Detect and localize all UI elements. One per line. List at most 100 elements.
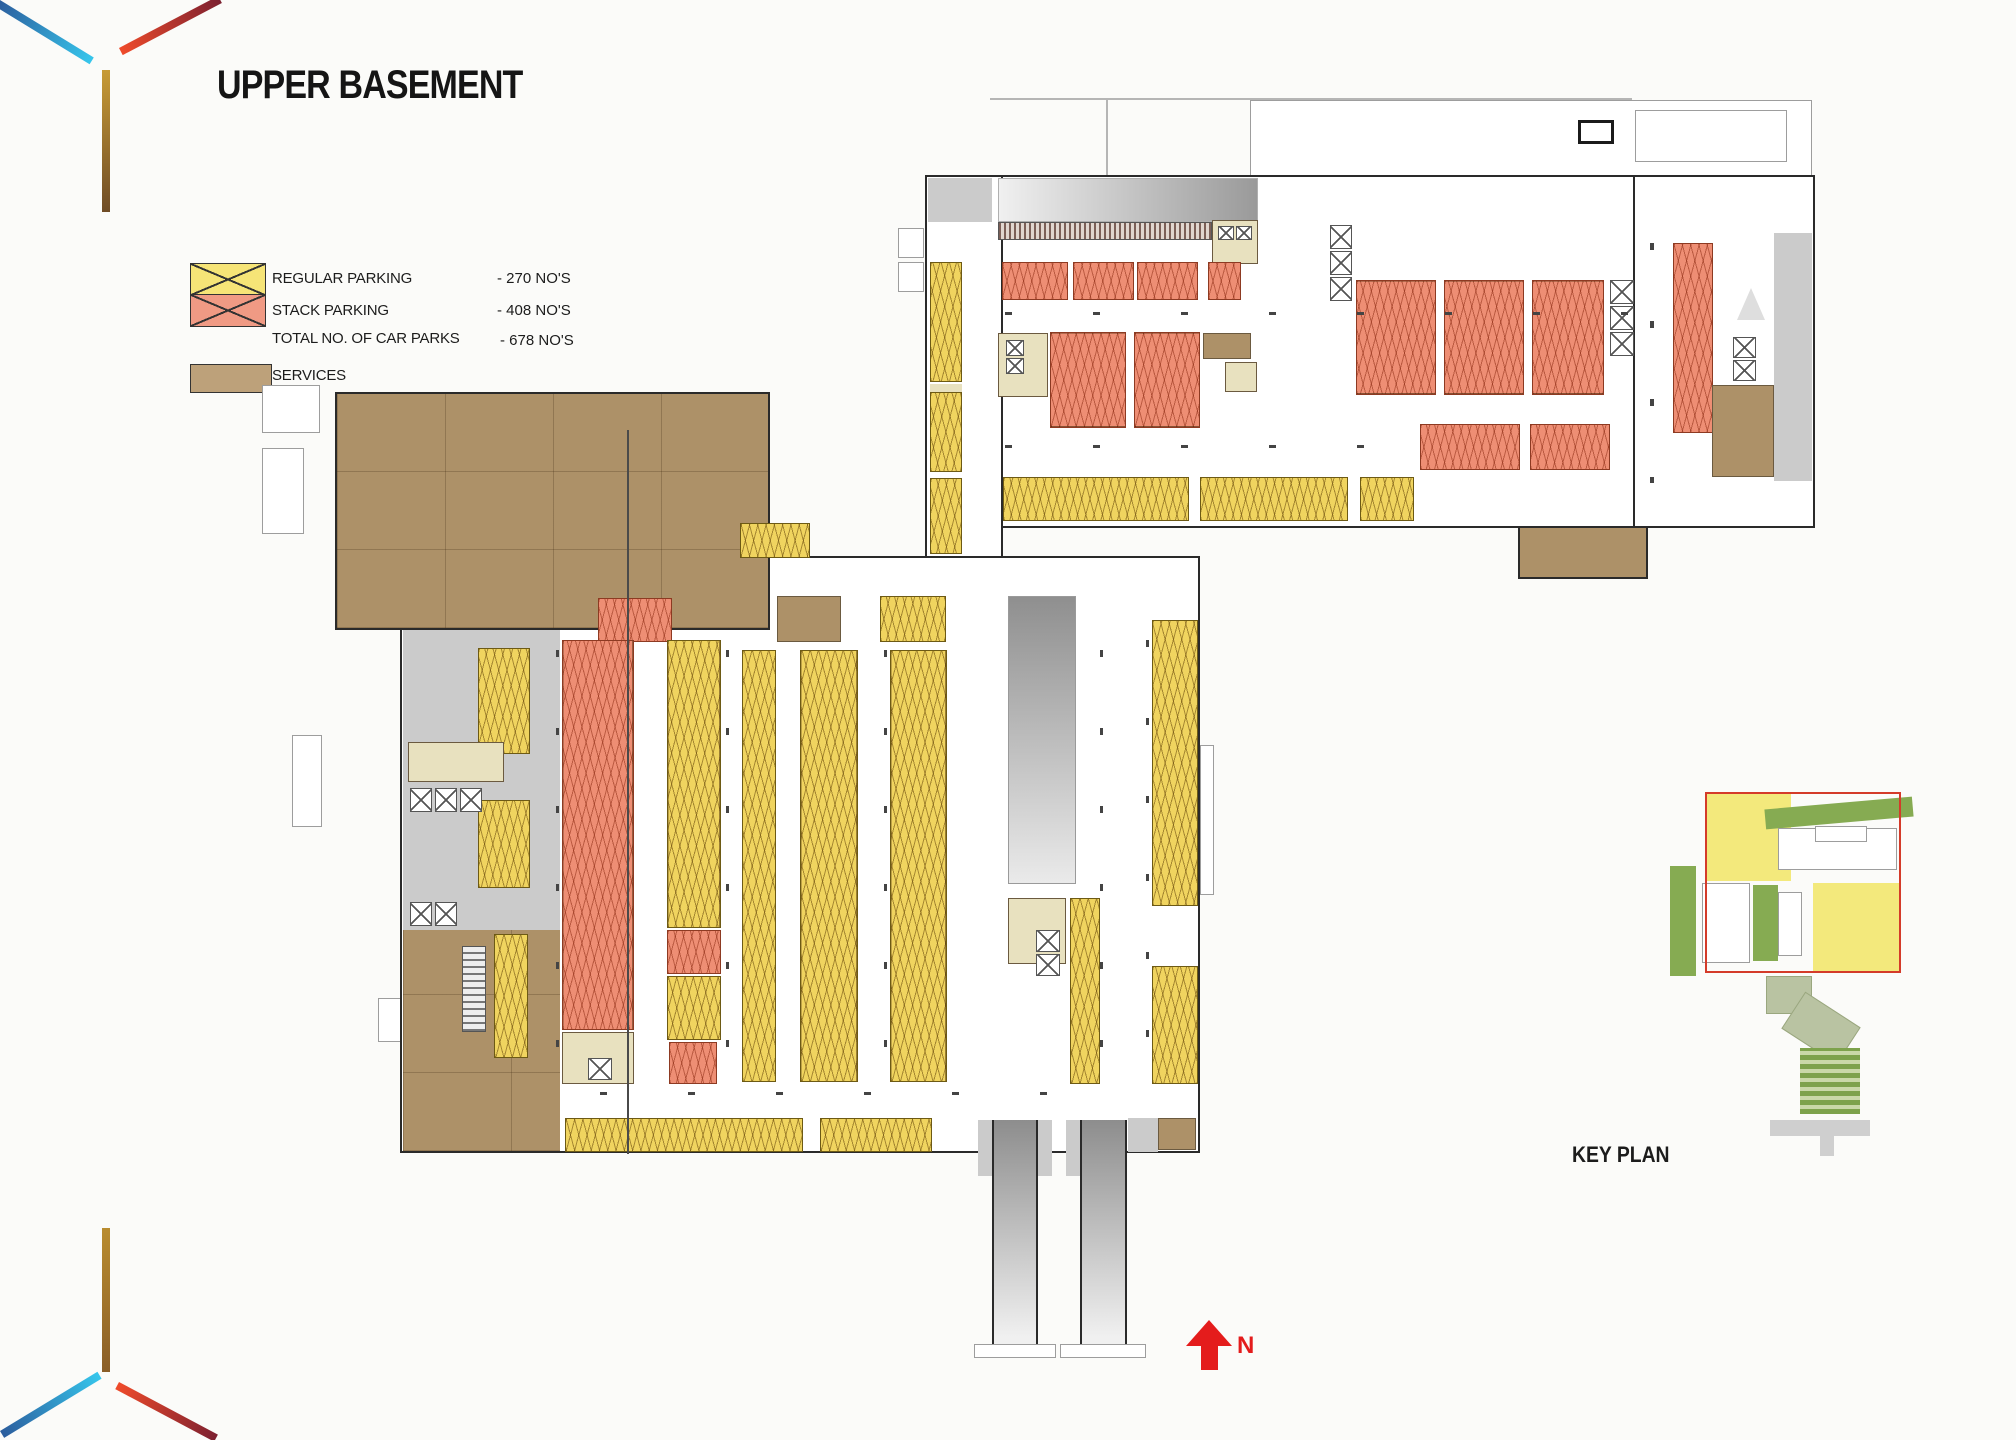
interior-wall bbox=[1633, 177, 1635, 527]
stair-flight bbox=[462, 946, 486, 1032]
parking-row-regular bbox=[565, 1118, 803, 1152]
stair-core bbox=[410, 788, 432, 812]
column-markers bbox=[884, 650, 887, 1080]
services-room bbox=[777, 596, 841, 642]
logo-line-gold bbox=[102, 1228, 110, 1372]
parking-row-regular bbox=[740, 523, 810, 558]
parking-column-regular bbox=[800, 650, 858, 1082]
parking-column-regular bbox=[742, 650, 776, 1082]
grid-line bbox=[990, 98, 1632, 100]
logo-line-red bbox=[115, 1382, 218, 1440]
legend-label: TOTAL NO. OF CAR PARKS bbox=[272, 330, 460, 347]
column-markers bbox=[1146, 640, 1149, 1080]
divider bbox=[930, 384, 962, 392]
roof-opening bbox=[1578, 120, 1614, 144]
stair-core bbox=[1006, 358, 1024, 374]
stair-core bbox=[1610, 306, 1634, 330]
internal-ramp bbox=[1008, 596, 1076, 884]
stair-core bbox=[1330, 225, 1352, 249]
column-markers bbox=[600, 1092, 1100, 1095]
parking-column-regular bbox=[1070, 898, 1100, 1084]
ramp-apron bbox=[1060, 1344, 1146, 1358]
legend-label: REGULAR PARKING bbox=[272, 270, 413, 287]
parking-row-stack bbox=[1073, 262, 1134, 300]
legend-label: STACK PARKING bbox=[272, 302, 389, 319]
key-plan-highlight bbox=[1813, 883, 1901, 971]
legend-value: - 408 NO'S bbox=[497, 302, 571, 319]
parking-column-regular bbox=[1152, 966, 1198, 1084]
regular-parking-swatch bbox=[190, 263, 266, 296]
key-plan-label: KEY PLAN bbox=[1572, 1142, 1670, 1167]
services-room bbox=[1712, 385, 1774, 477]
annex-room bbox=[1200, 745, 1214, 895]
parking-row-stack bbox=[1208, 262, 1241, 300]
core-room bbox=[1225, 362, 1257, 392]
parking-column-regular bbox=[1152, 620, 1198, 906]
ramp-down bbox=[992, 1120, 1038, 1356]
key-plan-road bbox=[1820, 1136, 1834, 1156]
ramp-down bbox=[1080, 1120, 1127, 1356]
parking-row-stack bbox=[667, 930, 721, 974]
logo-line-blue bbox=[0, 0, 94, 65]
column-markers bbox=[726, 650, 729, 1080]
stair-core bbox=[1218, 226, 1234, 240]
hatched-strip bbox=[998, 222, 1212, 240]
parking-row-stack bbox=[1137, 262, 1198, 300]
parking-row-stack bbox=[1420, 424, 1520, 470]
stair-core bbox=[588, 1058, 612, 1080]
services-swatch bbox=[190, 364, 272, 393]
stair-core bbox=[435, 902, 457, 926]
ramp-flare bbox=[1066, 1120, 1080, 1176]
page-title: UPPER BASEMENT bbox=[217, 63, 523, 107]
parking-row-stack bbox=[1530, 424, 1610, 470]
parking-row-regular bbox=[880, 596, 946, 642]
parking-row-stack bbox=[1050, 332, 1126, 428]
drive-area bbox=[1128, 1118, 1158, 1152]
annex-room bbox=[262, 385, 320, 433]
parking-row-regular bbox=[930, 262, 962, 382]
stair-core bbox=[1036, 930, 1060, 952]
parking-row-regular bbox=[478, 800, 530, 888]
stack-parking-swatch bbox=[190, 294, 266, 327]
drive-area bbox=[928, 178, 992, 222]
stair-core bbox=[1330, 251, 1352, 275]
key-plan-landscape bbox=[1800, 1048, 1860, 1114]
core-cluster bbox=[408, 742, 504, 782]
key-plan-landscape bbox=[1670, 866, 1696, 976]
parking-row-stack bbox=[1444, 280, 1524, 395]
annex-room bbox=[898, 262, 924, 292]
stair-core bbox=[1006, 340, 1024, 356]
key-plan-building bbox=[1778, 892, 1802, 956]
parking-row-stack bbox=[669, 1042, 717, 1084]
column-markers bbox=[1005, 312, 1635, 315]
stair-core bbox=[460, 788, 482, 812]
stair-core bbox=[435, 788, 457, 812]
parking-row-regular bbox=[667, 976, 721, 1040]
parking-row-stack bbox=[1134, 332, 1200, 428]
stair-core bbox=[1610, 332, 1634, 356]
grid-line bbox=[1106, 98, 1108, 202]
parking-row-stack bbox=[1673, 243, 1713, 433]
services-room bbox=[1203, 333, 1251, 359]
parking-column-regular bbox=[667, 640, 721, 928]
north-arrow-shaft bbox=[1201, 1346, 1218, 1370]
parking-row-regular bbox=[1360, 477, 1414, 521]
column-markers bbox=[1100, 650, 1103, 1080]
key-plan-boundary bbox=[1705, 792, 1901, 973]
parking-row-regular bbox=[494, 934, 528, 1058]
column-markers bbox=[1650, 243, 1654, 483]
stair-core bbox=[1236, 226, 1252, 240]
parking-row-regular bbox=[820, 1118, 932, 1152]
legend-value: - 270 NO'S bbox=[497, 270, 571, 287]
logo-line-red bbox=[119, 0, 222, 56]
parking-row-stack bbox=[1356, 280, 1436, 395]
column-markers bbox=[1005, 445, 1405, 448]
north-arrow-head bbox=[1186, 1320, 1232, 1346]
stair-core bbox=[1733, 360, 1756, 381]
key-plan-building bbox=[1815, 826, 1867, 842]
key-plan-landscape bbox=[1753, 885, 1778, 961]
stair-core bbox=[410, 902, 432, 926]
logo-line-gold bbox=[102, 70, 110, 212]
key-plan-building bbox=[1702, 883, 1750, 963]
